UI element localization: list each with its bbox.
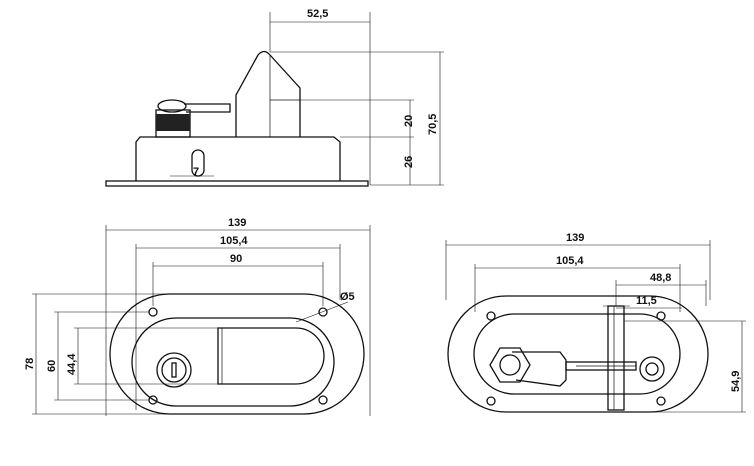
lock-knurl <box>156 114 190 131</box>
base-plate <box>105 180 369 187</box>
back-hole-bl <box>486 396 496 406</box>
back-striker-inner <box>645 362 659 376</box>
back-view: 139 105,4 48,8 11,5 54,9 <box>445 232 746 413</box>
front-height-label: 78 <box>24 358 36 370</box>
lever-handle <box>235 50 301 137</box>
back-body <box>473 313 681 395</box>
back-bracket-label: 11,5 <box>636 295 657 307</box>
back-hole-br <box>656 396 666 406</box>
side-upper-label: 20 <box>403 115 415 127</box>
side-view: 52,5 70,5 20 26 7 <box>105 8 444 187</box>
front-flange <box>109 293 365 415</box>
side-lower-label: 26 <box>403 156 415 168</box>
front-lock-inner <box>161 357 187 383</box>
front-view: 139 105,4 90 Ø5 78 60 44,4 <box>24 217 371 416</box>
front-keyway <box>171 362 177 378</box>
mount-hole-br <box>318 395 328 405</box>
front-hole-spacing-vertical-label: 60 <box>46 360 58 372</box>
front-cover <box>217 327 325 385</box>
back-striker-outer <box>639 356 665 382</box>
back-lock-nut <box>489 347 531 383</box>
back-offset-label: 48,8 <box>650 272 671 284</box>
back-lock-cylinder <box>499 354 521 376</box>
front-hole-spacing-inner-label: 90 <box>230 253 242 265</box>
front-width-label: 139 <box>228 217 246 229</box>
back-hole-spacing-label: 105,4 <box>556 255 584 267</box>
back-height-label: 54,9 <box>730 371 742 392</box>
side-width-label: 52,5 <box>307 8 328 20</box>
side-height-label: 70,5 <box>427 114 439 135</box>
front-cover-height-label: 44,4 <box>66 353 78 375</box>
mount-hole-tl <box>148 307 158 317</box>
lock-cam <box>184 103 231 113</box>
back-cam-arm <box>512 351 567 387</box>
back-width-label: 139 <box>566 232 584 244</box>
back-hole-tr <box>656 311 666 321</box>
slot-width-label: 7 <box>193 166 199 178</box>
front-lock-outer <box>156 352 192 388</box>
lock-head <box>157 99 187 113</box>
back-hole-tl <box>486 311 496 321</box>
mount-hole-tr <box>318 307 328 317</box>
latch-body <box>135 136 341 181</box>
front-recess <box>131 317 335 407</box>
front-hole-spacing-outer-label: 105,4 <box>220 235 248 247</box>
front-hole-diameter-label: Ø5 <box>340 291 355 303</box>
